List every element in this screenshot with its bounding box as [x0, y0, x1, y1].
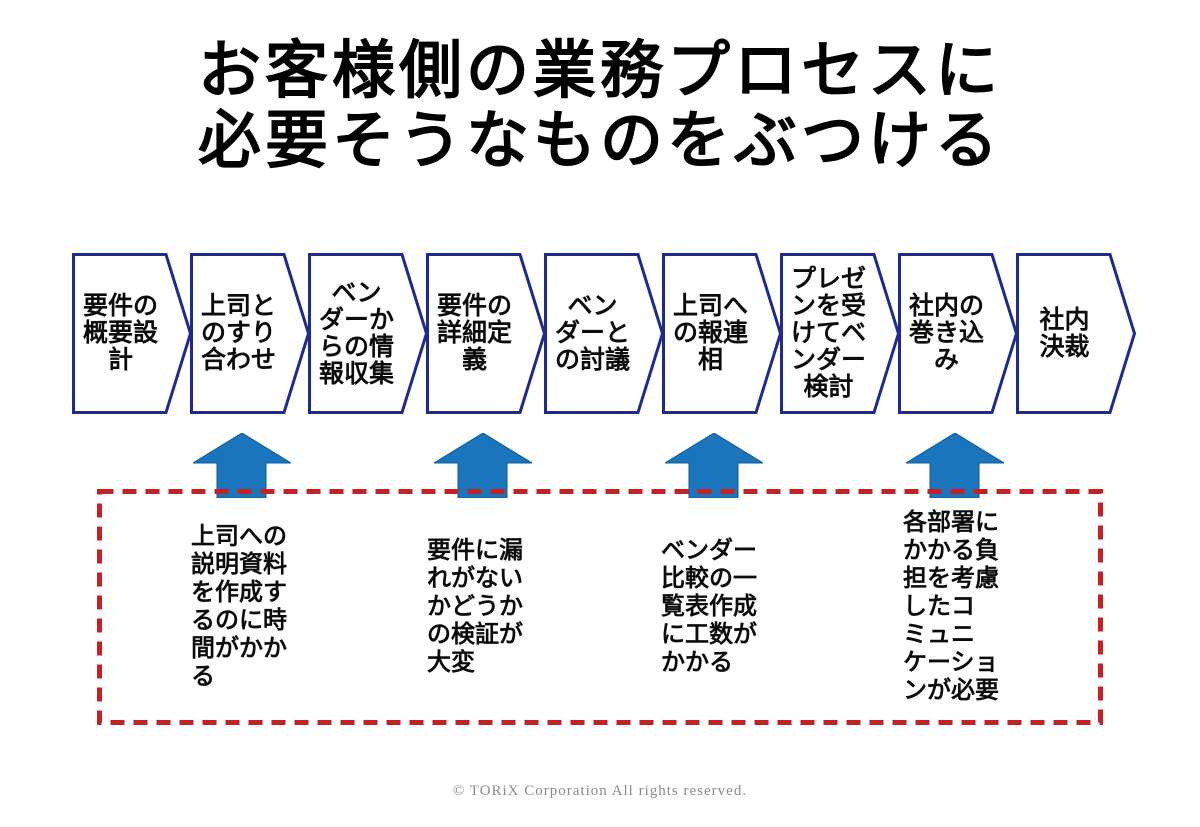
pain-points-box: [97, 489, 1103, 725]
chevron-shape: [308, 253, 429, 414]
up-arrow-icon: [193, 433, 291, 498]
chevron-shape: [72, 253, 193, 414]
flow-step-label: ベン ダーと の討議: [554, 292, 630, 374]
up-arrow-icon: [434, 433, 532, 498]
pain-point-2: 要件に漏 れがない かどうか の検証が 大変: [427, 537, 523, 676]
chevron-shape: [780, 253, 901, 414]
flow-step-label: 社内 決裁: [1039, 305, 1090, 361]
flow-step-7: プレゼ ンを受 けてベ ンダー 検討: [780, 253, 901, 414]
chevron-shape: [426, 253, 547, 414]
chevron-shape: [662, 253, 783, 414]
flow-step-1: 要件の 概要設 計: [72, 253, 193, 414]
pain-point-1: 上司への 説明資料 を作成す るのに時 間がかか る: [191, 523, 287, 690]
flow-step-9: 社内 決裁: [1016, 253, 1137, 414]
chevron-shape: [898, 253, 1019, 414]
flow-step-label: 上司へ の報連 相: [672, 292, 748, 374]
chevron-shape: [190, 253, 311, 414]
flow-step-4: 要件の 詳細定 義: [426, 253, 547, 414]
up-arrow-icon: [906, 433, 1004, 498]
up-arrow-icon: [665, 433, 763, 498]
flow-step-5: ベン ダーと の討議: [544, 253, 665, 414]
copyright-footer: © TORiX Corporation All rights reserved.: [452, 783, 748, 799]
pain-point-4: 各部署に かかる負 担を考慮 したコ ミュニ ケーショ ンが必要: [903, 509, 999, 704]
flow-step-label: ベン ダーか らの情 報収集: [318, 278, 394, 388]
pain-point-3: ベンダー 比較の一 覧表作成 に工数が かかる: [661, 537, 757, 676]
flow-step-6: 上司へ の報連 相: [662, 253, 783, 414]
flow-step-label: 上司と のすり 合わせ: [200, 292, 276, 374]
flow-step-3: ベン ダーか らの情 報収集: [308, 253, 429, 414]
flow-step-8: 社内の 巻き込 み: [898, 253, 1019, 414]
flow-step-2: 上司と のすり 合わせ: [190, 253, 311, 414]
flow-step-label: 社内の 巻き込 み: [908, 292, 984, 374]
chevron-shape: [1016, 253, 1137, 414]
flow-step-label: 要件の 詳細定 義: [436, 292, 512, 374]
chevron-shape: [544, 253, 665, 414]
slide-title: お客様側の業務プロセスに 必要そうなものをぶつける: [198, 36, 1002, 176]
flow-step-label: プレゼ ンを受 けてベ ンダー 検討: [790, 265, 866, 401]
flow-step-label: 要件の 概要設 計: [82, 292, 158, 374]
